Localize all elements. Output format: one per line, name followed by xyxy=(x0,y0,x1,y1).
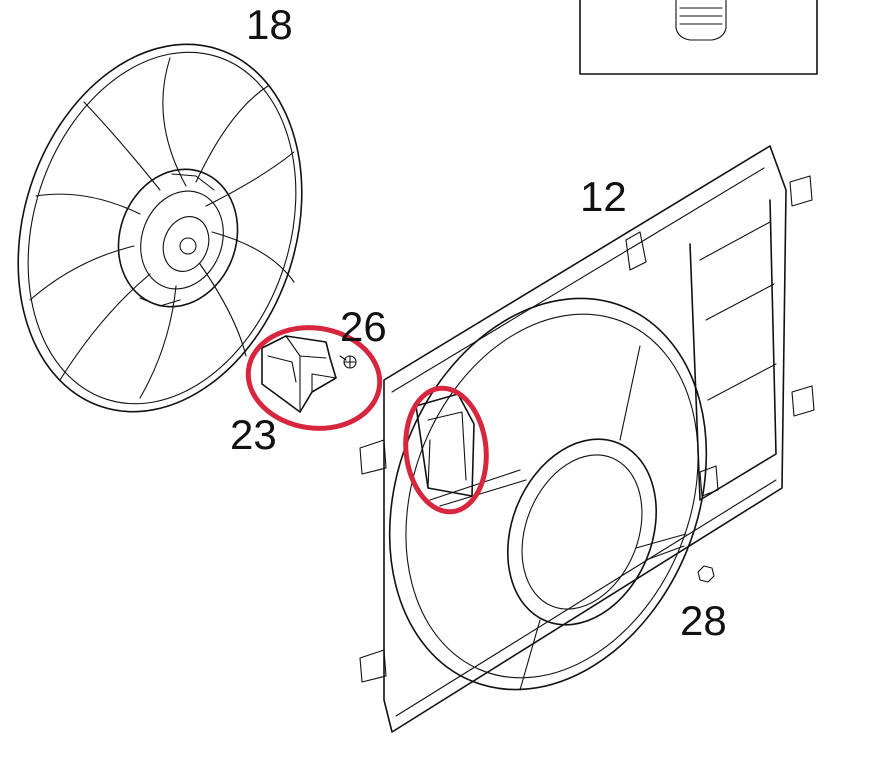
inset-fastener xyxy=(675,0,727,41)
highlight-connector-circle xyxy=(403,385,489,515)
callout-12: 12 xyxy=(580,173,627,220)
fan-hub xyxy=(117,168,239,308)
motor-mount xyxy=(429,345,687,691)
callout-23: 23 xyxy=(230,411,277,458)
shroud-frame xyxy=(359,145,815,733)
screw-part xyxy=(339,355,357,369)
callout-28: 28 xyxy=(680,597,727,644)
fan-assembly xyxy=(17,43,303,413)
callout-18: 18 xyxy=(246,1,293,48)
highlight-marks xyxy=(245,325,489,515)
fan-blades xyxy=(29,57,295,399)
fan-ring-inner xyxy=(27,51,297,405)
nut-part xyxy=(697,565,715,583)
highlight-resistor-circle xyxy=(245,325,383,431)
inset-box xyxy=(579,0,818,75)
shroud-ring xyxy=(388,297,708,691)
fan-ring-outer xyxy=(17,43,303,413)
callout-26: 26 xyxy=(340,303,387,350)
connector-bracket xyxy=(415,393,475,497)
mount-clips xyxy=(359,175,815,683)
resistor-part xyxy=(261,335,337,413)
